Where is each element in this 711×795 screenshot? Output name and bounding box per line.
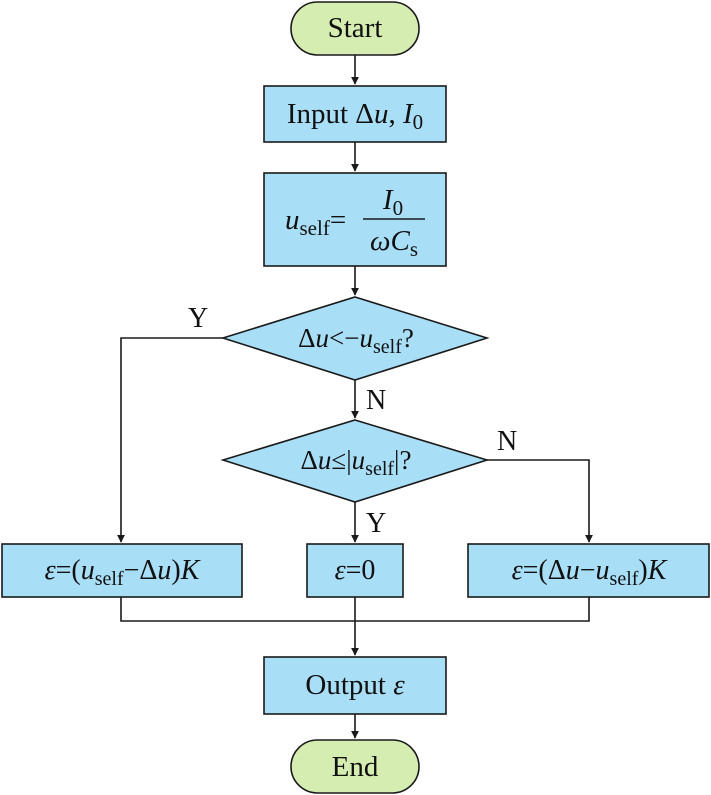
decision1-shape: [220, 296, 490, 381]
connectors: [117, 55, 593, 739]
arrow-decision1-yes-to-left: [117, 337, 223, 543]
decision2-no-label: N: [497, 426, 517, 457]
output-node: Output ε: [263, 656, 447, 715]
end-node: End: [290, 739, 420, 794]
end-shape: [290, 739, 420, 794]
start-node: Start: [290, 1, 420, 56]
decision1-label: Δu<−uself?: [298, 323, 414, 358]
left-result-node: ε=(uself−Δu)K: [1, 543, 243, 598]
end-label: End: [332, 751, 379, 783]
arrow-decision2-no-to-right: [487, 459, 593, 543]
decision2-yes-label: Y: [366, 508, 386, 539]
right-result-shape: [467, 543, 710, 598]
compute-denominator: ωCs: [370, 225, 418, 261]
compute-lhs: uself=: [285, 204, 346, 240]
mid-result-label: ε=0: [335, 555, 376, 586]
input-shape: [263, 85, 447, 143]
mid-result-node: ε=0: [306, 543, 404, 598]
input-label: Input Δu, I0: [287, 98, 423, 134]
output-label: Output ε: [305, 669, 405, 701]
decision2-shape: [220, 419, 490, 503]
mid-result-shape: [306, 543, 404, 598]
left-result-shape: [1, 543, 243, 598]
decision1-yes-label: Y: [188, 303, 208, 334]
decision1-node: Δu<−uself?: [220, 296, 490, 381]
start-label: Start: [328, 12, 383, 44]
decision2-label: Δu≤|uself|?: [301, 445, 412, 480]
left-result-label: ε=(uself−Δu)K: [45, 555, 201, 590]
right-result-label: ε=(Δu−uself)K: [512, 555, 668, 590]
compute-node: uself= I0 ωCs: [263, 172, 447, 267]
output-shape: [263, 656, 447, 715]
right-result-node: ε=(Δu−uself)K: [467, 543, 710, 598]
compute-numerator: I0: [382, 184, 403, 220]
start-shape: [290, 1, 420, 56]
decision1-no-label: N: [366, 385, 386, 416]
decision2-node: Δu≤|uself|?: [220, 419, 490, 503]
input-node: Input Δu, I0: [263, 85, 447, 143]
